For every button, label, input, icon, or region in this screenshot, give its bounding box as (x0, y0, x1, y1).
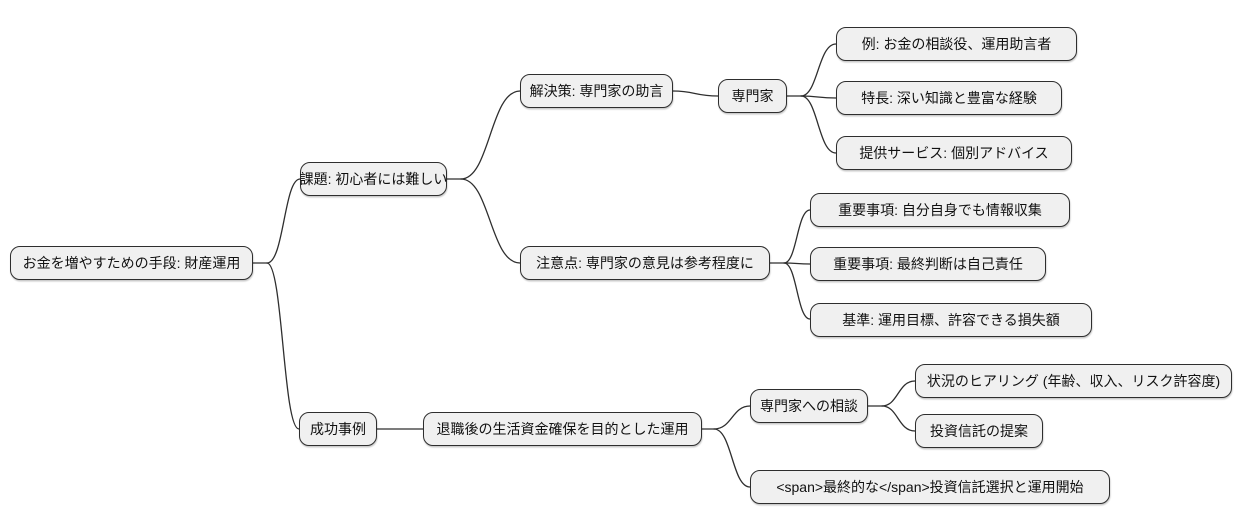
node-consult-hearing: 状況のヒアリング (年齢、収入、リスク許容度) (915, 364, 1232, 398)
connector-root-to-success (266, 262, 300, 430)
connector-expert-to-feature (800, 95, 837, 99)
node-root: お金を増やすための手段: 財産運用 (10, 246, 253, 280)
connector-caution-to-important1 (783, 209, 811, 264)
connector-challenge-to-caution (460, 178, 521, 264)
node-consult-proposal: 投資信託の提案 (915, 414, 1043, 448)
node-final-selection: <span>最終的な</span>投資信託選択と運用開始 (750, 470, 1110, 504)
node-expert-feature: 特長: 深い知識と豊富な経験 (836, 81, 1062, 115)
node-caution-criteria: 基準: 運用目標、許容できる損失額 (810, 303, 1092, 337)
connector-consult-to-hearing (881, 380, 916, 407)
connector-expert-to-service (800, 95, 837, 154)
connector-consult-to-proposal (881, 405, 916, 432)
node-caution-important2: 重要事項: 最終判断は自己責任 (810, 247, 1046, 281)
connector-caution-to-important2 (783, 262, 811, 265)
connector-root-to-challenge (266, 178, 301, 264)
node-retirement: 退職後の生活資金確保を目的とした運用 (423, 412, 702, 446)
node-challenge: 課題: 初心者には難しい (300, 162, 447, 196)
node-consult: 専門家への相談 (750, 389, 868, 423)
connector-challenge-to-solution (460, 90, 521, 180)
node-expert-service: 提供サービス: 個別アドバイス (836, 136, 1072, 170)
connector-retirement-to-consult (713, 405, 751, 430)
node-expert-example: 例: お金の相談役、運用助言者 (836, 27, 1077, 61)
node-caution: 注意点: 専門家の意見は参考程度に (520, 246, 770, 280)
connector-expert-to-example (800, 43, 837, 97)
connector-caution-to-criteria (783, 262, 811, 320)
connector-solution-to-expert (672, 90, 719, 97)
node-expert: 専門家 (718, 79, 787, 113)
node-solution: 解決策: 専門家の助言 (520, 74, 673, 108)
node-success: 成功事例 (299, 412, 377, 446)
connector-retirement-to-final (713, 428, 751, 488)
node-caution-important1: 重要事項: 自分自身でも情報収集 (810, 193, 1070, 227)
